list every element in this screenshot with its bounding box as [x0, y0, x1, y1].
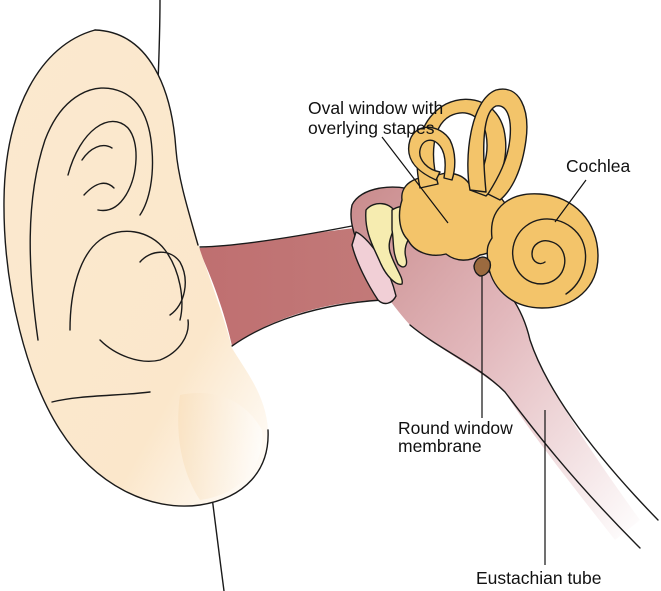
eustachian-tube-lower-edge [409, 324, 641, 549]
round-window-label-line-2: membrane [398, 436, 482, 456]
ear-canal-lower-edge [231, 299, 383, 347]
earlobe-shading [178, 393, 263, 500]
oval-window-label-line-2: overlying stapes [308, 118, 435, 138]
pinna [3, 30, 269, 507]
cochlea [486, 193, 599, 309]
antitragus [99, 319, 189, 362]
antihelix-crus [81, 144, 115, 196]
cochlea-spiral [512, 218, 587, 295]
oval-window-label: Oval window with overlying stapes [308, 98, 448, 138]
round-window-label: Round window membrane [398, 418, 518, 456]
lateral-semicircular-canal [407, 126, 456, 181]
posterior-semicircular-canal [467, 88, 528, 201]
middle-ear-cavity [350, 187, 640, 540]
lobe-crease [51, 391, 151, 403]
pinna-top-contour [94, 29, 199, 246]
round-window-label-line-1: Round window [398, 418, 513, 438]
round-window [473, 256, 492, 277]
antihelix [67, 120, 137, 212]
eustachian-tube-label: Eustachian tube [476, 568, 602, 588]
oval-window-label-line-1: Oval window with [308, 98, 443, 118]
pinna-outer-contour [3, 29, 269, 507]
ear-canal-upper-edge [199, 225, 353, 248]
jaw-outline [211, 496, 225, 591]
helix-inner [29, 87, 154, 341]
concha-contour [69, 230, 183, 331]
ear-canal [198, 228, 385, 346]
cochlea-leader [554, 179, 587, 223]
cochlea-label: Cochlea [566, 156, 630, 176]
tragus [139, 251, 186, 316]
oval-window-leader [381, 136, 449, 224]
